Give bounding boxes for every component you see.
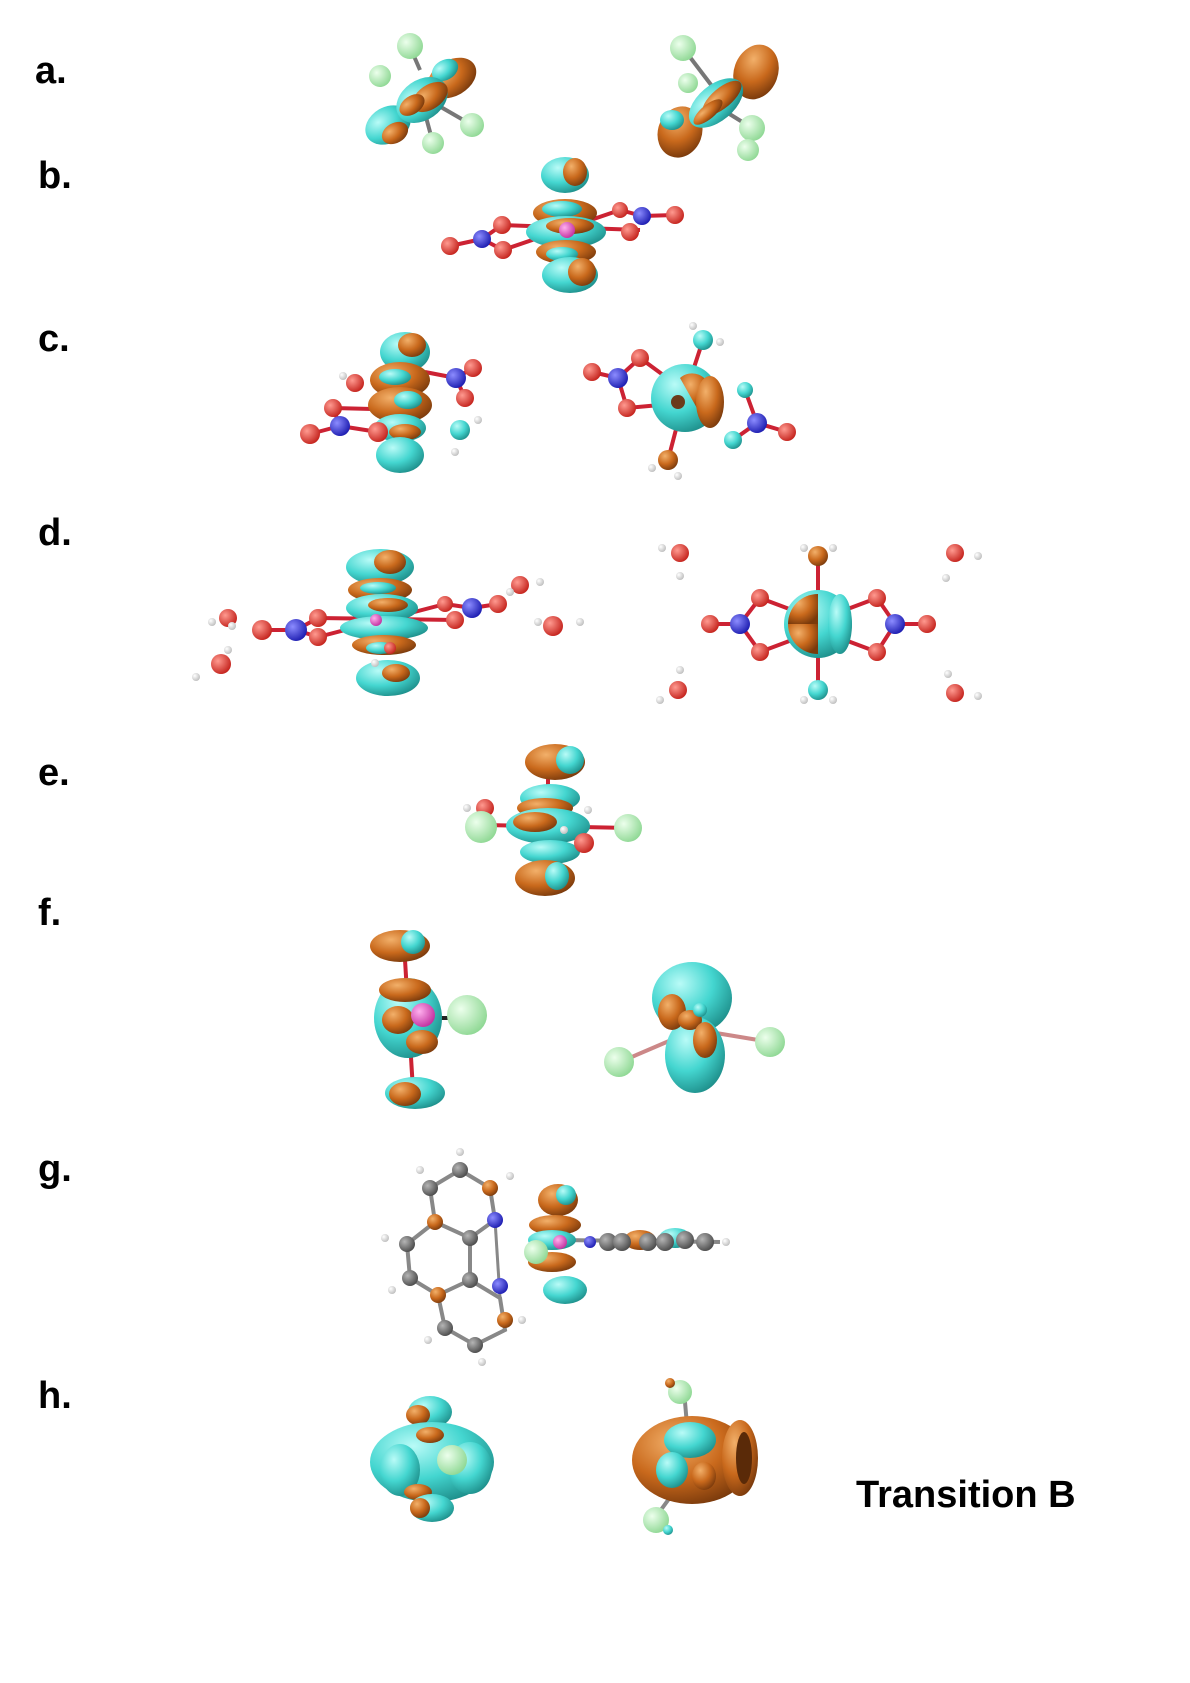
panel-b-structure [441, 157, 684, 293]
panel-h-right-structure [632, 1378, 758, 1535]
panel-g-metal-complex-structure [524, 1184, 730, 1304]
panel-a-left-structure [365, 33, 484, 154]
panel-f-right-structure [604, 962, 785, 1093]
panel-h-left-structure [370, 1396, 494, 1522]
panel-a-right-structure [657, 35, 779, 161]
panel-label-d: d. [38, 512, 72, 554]
panel-label-h: h. [38, 1375, 72, 1417]
panel-label-f: f. [38, 892, 62, 934]
panel-e-structure [463, 744, 642, 896]
transition-caption: Transition B [856, 1474, 1076, 1516]
panel-g-phenanthroline-structure [381, 1148, 526, 1366]
panel-label-e: e. [38, 752, 70, 794]
panel-label-g: g. [38, 1148, 72, 1190]
panel-d-right-structure [656, 544, 982, 704]
panel-label-b: b. [38, 155, 72, 197]
panel-label-c: c. [38, 318, 70, 360]
panel-d-left-structure [192, 549, 584, 696]
panel-f-left-structure [370, 930, 487, 1109]
panel-c-left-structure [300, 332, 482, 473]
panel-c-right-structure [583, 322, 796, 480]
panel-label-a: a. [35, 50, 67, 92]
